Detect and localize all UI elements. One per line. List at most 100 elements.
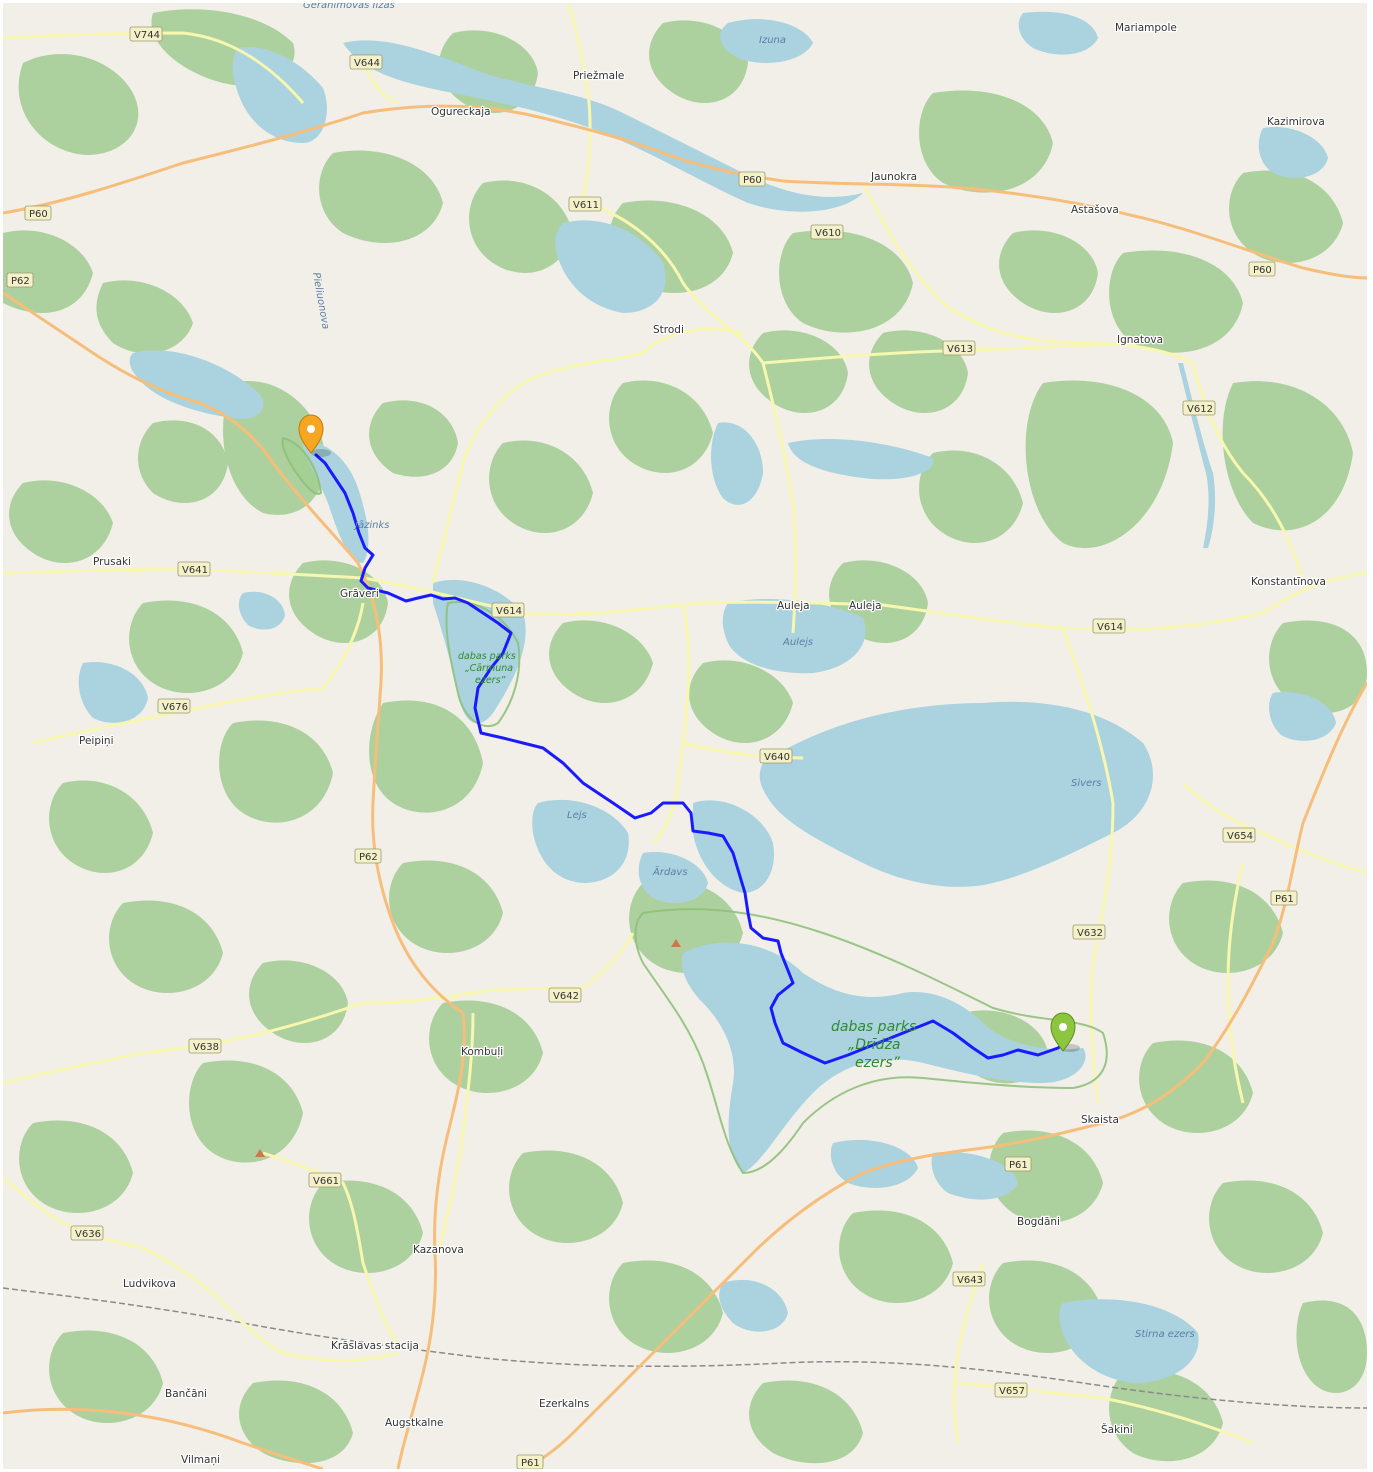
shield-v613: V613: [942, 340, 976, 356]
lake-ardavs: [638, 852, 708, 903]
svg-text:V613: V613: [947, 344, 973, 355]
place-graveri: Grāveri: [340, 588, 379, 600]
place-kazimirova: Kazimirova: [1267, 116, 1325, 128]
shield-v657: V657: [994, 1382, 1028, 1398]
svg-text:V614: V614: [1097, 622, 1123, 633]
lake-sivers: [759, 701, 1153, 887]
svg-text:V612: V612: [1187, 404, 1213, 415]
lake-north-east: [1018, 11, 1098, 55]
park-label-driza: dabas parks „Drīdža ezers”: [831, 1019, 916, 1071]
lake-mid-north: [711, 422, 763, 505]
place-bogdani: Bogdāni: [1017, 1216, 1060, 1228]
water-label-stirna: Stirna ezers: [1135, 1329, 1195, 1340]
svg-text:V644: V644: [354, 58, 380, 69]
svg-text:V632: V632: [1077, 928, 1103, 939]
lake-top-wide: [788, 438, 934, 480]
peak-icon: [255, 1149, 265, 1157]
svg-text:V657: V657: [999, 1386, 1025, 1397]
peak-icons: [255, 939, 681, 1157]
shield-v644: V644: [349, 54, 383, 70]
svg-text:P62: P62: [359, 852, 378, 863]
lake-south-pond: [719, 1279, 788, 1332]
river-east: [1178, 363, 1216, 548]
svg-text:dabas parks: dabas parks: [831, 1019, 916, 1035]
shield-v642: V642: [548, 987, 582, 1003]
svg-text:V654: V654: [1227, 831, 1253, 842]
place-auleja1: Auleja: [777, 600, 810, 612]
place-vilmani: Vilmaņi: [181, 1454, 220, 1466]
place-labels: Mariampole Kazimirova Priežmale Ogurecka…: [78, 21, 1327, 1468]
shield-v654: V654: [1222, 827, 1256, 843]
place-kombuli: Kombuļi: [461, 1046, 503, 1058]
road-shields: V744 V644 P60 P60 P60 V611 V610 P62 V613…: [6, 26, 1298, 1469]
svg-text:V611: V611: [573, 200, 599, 211]
place-oguereckaja: Ogureckaja: [431, 106, 491, 118]
place-astasova: Astašova: [1071, 204, 1119, 216]
shield-v676: V676: [157, 698, 191, 714]
svg-text:P61: P61: [1009, 1160, 1028, 1171]
place-kazanova: Kazanova: [413, 1244, 464, 1256]
svg-text:P61: P61: [521, 1458, 540, 1469]
shield-v661: V661: [308, 1172, 342, 1188]
place-priezmale: Priežmale: [573, 70, 624, 82]
railway-layer: [3, 1287, 1367, 1409]
svg-text:V614: V614: [496, 606, 522, 617]
svg-text:ezers”: ezers”: [475, 675, 506, 686]
place-kraslavas-stacija: Krāslavas stacija: [331, 1340, 419, 1352]
place-mariampole: Mariampole: [1115, 22, 1177, 34]
shield-v632: V632: [1072, 924, 1106, 940]
shield-v643: V643: [952, 1271, 986, 1287]
lake-small-south: [830, 1139, 918, 1188]
svg-text:V642: V642: [553, 991, 579, 1002]
shield-v610: V610: [810, 224, 844, 240]
water-label-geranimovas: Geranimovas Ilzas: [303, 3, 395, 11]
place-prusaki: Prusaki: [93, 556, 131, 568]
end-pin-icon[interactable]: [1050, 1012, 1080, 1052]
shield-v612: V612: [1182, 400, 1216, 416]
start-pin-icon[interactable]: [298, 414, 331, 457]
lake-aulejs: [722, 598, 866, 674]
lake-razna-west: [129, 350, 264, 419]
shield-v640: V640: [759, 748, 793, 764]
shield-v611: V611: [568, 196, 602, 212]
shield-p60c: P60: [1248, 261, 1276, 277]
water-label-lejs: Lejs: [567, 810, 587, 821]
lake-center-river: [693, 800, 774, 893]
svg-text:P60: P60: [743, 175, 762, 186]
place-peipini: Peipiņi: [79, 735, 114, 747]
water-label-aulejs: Aulejs: [782, 637, 813, 648]
shield-p60b: P60: [738, 171, 766, 187]
place-ignatova: Ignatova: [1117, 334, 1163, 346]
svg-text:dabas parks: dabas parks: [458, 651, 516, 662]
map-canvas[interactable]: Izuna Aulejs Sivers Lejs Ārdavs Jāzinks …: [3, 3, 1367, 1469]
lake-lejs: [532, 799, 629, 883]
water-label-jazinks: Jāzinks: [353, 520, 389, 531]
water-label-ardavs: Ārdavs: [652, 865, 688, 878]
place-bancani: Bančāni: [165, 1388, 207, 1400]
place-ezerkalns: Ezerkalns: [539, 1398, 589, 1410]
shield-v638: V638: [188, 1038, 222, 1054]
lake-kazimirova: [1258, 127, 1328, 178]
route-path[interactable]: [314, 453, 1067, 1065]
place-augstkalne: Augstkalne: [385, 1417, 443, 1429]
shield-p61a: P61: [1270, 890, 1298, 906]
shield-p62b: P62: [354, 848, 382, 864]
park-label-carmuna: dabas parks „Cārmuna ezers”: [458, 651, 516, 686]
lake-west-small: [238, 591, 285, 630]
place-ludvikova: Ludvikova: [123, 1278, 176, 1290]
svg-text:V638: V638: [193, 1042, 219, 1053]
place-auleja2: Auleja: [849, 600, 882, 612]
shield-v744: V744: [129, 26, 163, 42]
svg-text:„Drīdža: „Drīdža: [848, 1037, 901, 1053]
lake-river-north: [343, 40, 863, 212]
shield-v614a: V614: [491, 602, 525, 618]
shield-p61b: P61: [1004, 1156, 1032, 1172]
place-skaista: Skaista: [1081, 1114, 1119, 1126]
svg-text:V661: V661: [313, 1176, 339, 1187]
place-sakini: Šakini: [1101, 1423, 1133, 1436]
shield-v641: V641: [177, 561, 211, 577]
svg-text:V676: V676: [162, 702, 188, 713]
shield-p60a: P60: [24, 205, 52, 221]
shield-p61c: P61: [516, 1454, 544, 1469]
lake-east-small: [1269, 692, 1336, 741]
